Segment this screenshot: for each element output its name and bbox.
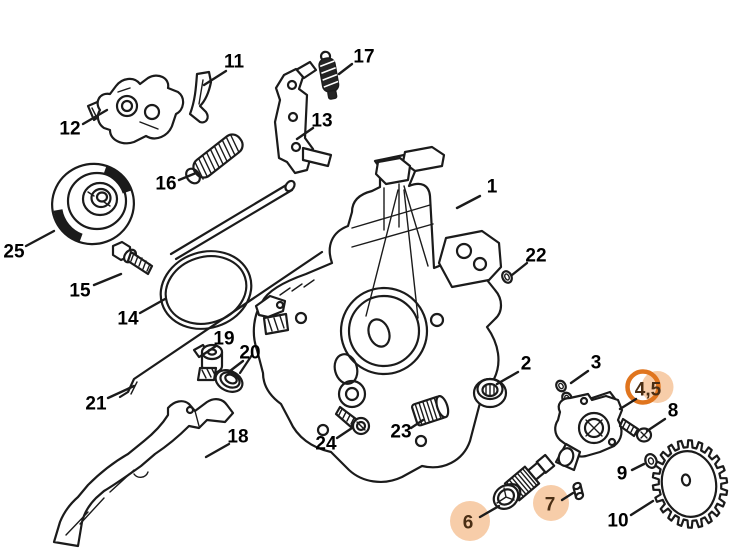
callout-leader-23 xyxy=(409,418,425,430)
callout-15[interactable]: 15 xyxy=(69,281,91,302)
callout-leader-24 xyxy=(335,426,354,440)
part-23-cylinder-drawing xyxy=(411,394,450,427)
part-14-brake-band-drawing xyxy=(159,179,296,330)
callout-8[interactable]: 8 xyxy=(668,401,679,422)
part-20-spring-drawing xyxy=(214,353,254,393)
callout-23[interactable]: 23 xyxy=(390,422,411,443)
highlight-disc xyxy=(533,485,569,521)
part-11-hook-strip-drawing xyxy=(188,70,213,124)
part-25-clutch-drum-drawing xyxy=(51,162,135,246)
callout-leader-25 xyxy=(24,229,56,248)
callout-2[interactable]: 2 xyxy=(521,354,532,375)
callout-12[interactable]: 12 xyxy=(59,119,80,140)
leader-line-overlay xyxy=(24,62,667,519)
part-24-screw-drawing xyxy=(334,405,371,436)
callout-6[interactable]: 6 xyxy=(463,513,474,534)
callout-leader-1 xyxy=(455,194,482,210)
part-8-screw-drawing xyxy=(618,417,653,443)
callout-leader-16 xyxy=(177,171,198,182)
part-12-brake-pawl-drawing xyxy=(86,74,185,145)
part-6-worm-gear-drawing xyxy=(492,453,556,510)
callout-leader-21 xyxy=(106,384,136,400)
part-7-pin-drawing xyxy=(572,481,585,501)
callout-19[interactable]: 19 xyxy=(213,329,234,350)
callout-leader-9 xyxy=(630,462,646,472)
callout-14[interactable]: 14 xyxy=(117,309,139,330)
callout-11[interactable]: 11 xyxy=(224,52,245,73)
part-16-tension-spring-drawing xyxy=(185,133,244,185)
callout-leader-8 xyxy=(645,417,667,433)
part-10-sprocket-drawing xyxy=(651,439,729,529)
callout-3[interactable]: 3 xyxy=(591,353,602,374)
callout-leader-22 xyxy=(510,261,529,277)
callout-leader-7 xyxy=(560,491,575,502)
callout-22[interactable]: 22 xyxy=(525,246,546,267)
callout-leader-19 xyxy=(199,344,218,358)
callout-leader-10 xyxy=(629,499,655,517)
callout-1[interactable]: 1 xyxy=(487,177,498,198)
part-13-bracket-drawing xyxy=(273,60,333,175)
callout-leader-18 xyxy=(204,442,231,459)
part-4-5-oil-pump-drawing xyxy=(554,390,624,472)
callout-leader-4,5 xyxy=(618,397,638,411)
callout-21[interactable]: 21 xyxy=(85,394,107,415)
callout-16[interactable]: 16 xyxy=(155,174,176,195)
part-17-spring-drawing xyxy=(318,50,340,100)
part-18-hand-guard-drawing xyxy=(52,398,235,548)
callout-leader-17 xyxy=(337,62,354,76)
callout-leader-15 xyxy=(92,272,123,287)
part-1-crankcase-drawing xyxy=(252,145,503,484)
callout-leader-6 xyxy=(478,504,501,519)
part-9-washer-drawing xyxy=(644,453,658,469)
callout-13[interactable]: 13 xyxy=(311,111,332,132)
highlight-ring xyxy=(625,369,661,405)
callout-leader-11 xyxy=(202,69,228,87)
callout-4,5[interactable]: 4,5 xyxy=(635,380,662,401)
callout-17[interactable]: 17 xyxy=(353,47,374,68)
callout-7[interactable]: 7 xyxy=(545,495,556,516)
part-2-bearing-drawing xyxy=(472,377,508,409)
callout-24[interactable]: 24 xyxy=(315,434,337,455)
part-15-screw-drawing xyxy=(111,240,154,276)
callout-25[interactable]: 25 xyxy=(3,242,25,263)
highlight-disc xyxy=(450,501,490,541)
part-22-o-ring-drawing xyxy=(501,270,513,284)
callout-9[interactable]: 9 xyxy=(617,464,628,485)
highlight-overlay xyxy=(450,369,674,541)
callout-10[interactable]: 10 xyxy=(607,511,628,532)
callout-leader-13 xyxy=(295,126,315,141)
callout-18[interactable]: 18 xyxy=(227,427,248,448)
callout-leader-3 xyxy=(569,369,590,385)
callout-leader-14 xyxy=(138,297,167,315)
callout-leader-12 xyxy=(81,108,109,126)
callout-20[interactable]: 20 xyxy=(239,343,260,364)
callout-leader-2 xyxy=(495,370,520,386)
callout-leader-20 xyxy=(228,359,245,373)
